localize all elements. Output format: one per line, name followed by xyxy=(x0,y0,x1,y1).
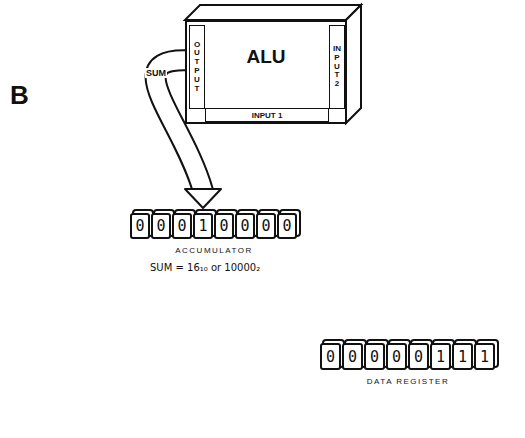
bit-cell: 0 xyxy=(235,213,255,239)
register-name: ACCUMULATOR xyxy=(175,246,253,255)
output-port: OUTPUT xyxy=(189,25,205,109)
figure-letter: B xyxy=(10,80,29,111)
bit-cell: 0 xyxy=(130,213,150,239)
bit-cell: 1 xyxy=(430,343,451,370)
alu-top-face xyxy=(185,5,361,20)
input2-port: INPUT 2 xyxy=(329,25,345,109)
register-name: DATA REGISTER xyxy=(367,377,449,386)
bit-cell: 1 xyxy=(474,343,495,370)
bit-cell: 1 xyxy=(452,343,473,370)
bit-cell: 0 xyxy=(256,213,276,239)
bit-cell: 0 xyxy=(172,213,192,239)
port-name: INPUT 2 xyxy=(333,45,341,89)
bit-cell: 0 xyxy=(342,343,363,370)
alu-box: ALUOUTPUT INPUT 2 INPUT 1 xyxy=(185,20,347,124)
register-cells: 00010000 xyxy=(130,213,298,239)
bit-cell: 1 xyxy=(193,213,213,239)
data-register: 00000111DATA REGISTER xyxy=(320,343,496,386)
bit-cell: 0 xyxy=(151,213,171,239)
edge-label: SUM xyxy=(145,68,167,78)
bit-cell: 0 xyxy=(408,343,429,370)
bit-cell: 0 xyxy=(386,343,407,370)
register-cells: 00000111 xyxy=(320,343,496,370)
accumulator-register: 00010000ACCUMULATOR xyxy=(130,213,298,255)
port-name: OUTPUT xyxy=(193,41,201,94)
port-name: INPUT 1 xyxy=(252,111,283,120)
bit-cell: 0 xyxy=(214,213,234,239)
unit-name: ALU xyxy=(187,46,345,68)
alu-side-face xyxy=(346,5,361,123)
sum-note: SUM = 16₁₀ or 10000₂ xyxy=(150,262,260,273)
bit-cell: 0 xyxy=(364,343,385,370)
bit-cell: 0 xyxy=(320,343,341,370)
bit-cell: 0 xyxy=(277,213,297,239)
input1-port: INPUT 1 xyxy=(205,108,329,122)
